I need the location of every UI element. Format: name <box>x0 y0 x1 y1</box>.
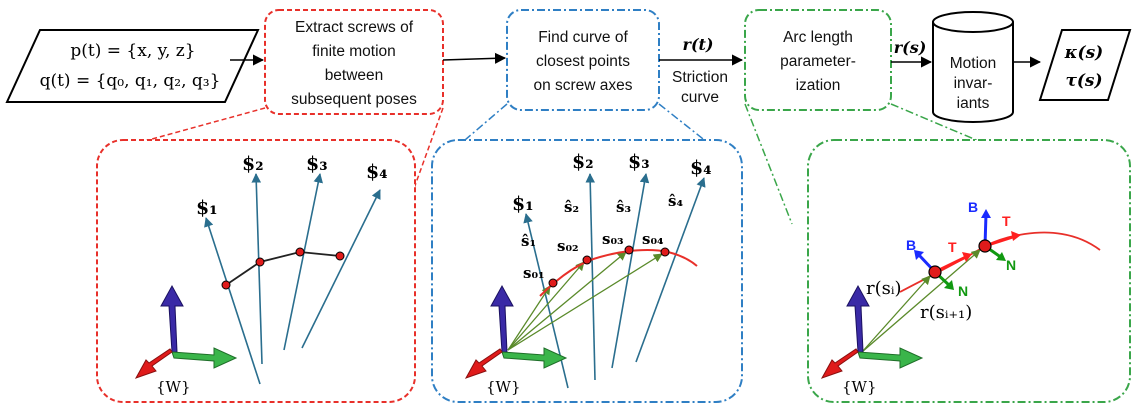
step1-line-1: Extract screws of <box>295 19 414 36</box>
world-frame-1: {W} <box>134 284 238 396</box>
frame-label-2: {W} <box>486 378 521 396</box>
step1-box: Extract screws of finite motion between … <box>264 9 444 115</box>
label-r-si: r(sᵢ) <box>866 278 902 299</box>
step2-line-2: closest points <box>536 53 630 70</box>
position-vector-i1 <box>861 249 981 353</box>
zoom-line-red-right <box>407 107 444 206</box>
curve-point-i1 <box>978 239 992 253</box>
screw-axis-2 <box>585 173 596 381</box>
dir-label-4: ŝ₄ <box>668 192 683 210</box>
dir-label-3: ŝ₃ <box>616 198 631 216</box>
point-label-2: s₀₂ <box>557 237 579 255</box>
closest-point-polyline <box>225 251 341 286</box>
step1-line-4: subsequent poses <box>291 91 417 108</box>
zoom-line-blue-right <box>658 103 713 147</box>
world-frame-3: {W} <box>820 284 924 396</box>
screw-label-3: $₃ <box>628 151 650 173</box>
input-line-2: q(t) = {q₀, q₁, q₂, q₃} <box>40 71 221 91</box>
dir-label-2: ŝ₂ <box>564 198 579 216</box>
label-N-i: N <box>958 283 968 299</box>
normal-i-head <box>944 280 954 290</box>
label-N-i1: N <box>1006 257 1016 273</box>
label-T-i1: T <box>1002 213 1011 229</box>
screw-axis-4 <box>301 189 381 349</box>
tangent-i-head <box>962 252 972 262</box>
step3-box: Arc length parameter- ization <box>744 9 892 111</box>
striction-point-3 <box>624 245 634 255</box>
output-kappa: κ(s) <box>1064 43 1103 63</box>
input-line-1: p(t) = {x, y, z} <box>70 41 195 61</box>
db-line-1: Motion <box>950 55 997 72</box>
world-frame-2: {W} <box>464 284 568 396</box>
step2-line-3: on screw axes <box>533 77 632 94</box>
output-tau: τ(s) <box>1065 71 1102 91</box>
closest-point-2 <box>255 257 265 267</box>
screw-axis-3 <box>283 173 323 351</box>
arrow2-label-striction: Striction <box>672 69 728 86</box>
striction-point-1 <box>548 278 558 288</box>
tangent-i1-head <box>1011 231 1021 241</box>
output-parallelogram: κ(s) τ(s) <box>1038 29 1132 101</box>
step1-line-2: finite motion <box>312 43 396 60</box>
frame-label-1: {W} <box>156 378 191 396</box>
screw-label-1: $₁ <box>196 197 218 219</box>
screw-axis-3 <box>611 173 650 369</box>
arrow2-label-top: r(t) <box>683 35 714 54</box>
screw-label-4: $₄ <box>690 157 712 179</box>
zoom-line-blue-left <box>457 103 508 147</box>
arrow-step1-step2 <box>442 52 507 64</box>
striction-point-2 <box>582 255 592 265</box>
arrow2-label-curve: curve <box>681 89 719 106</box>
panel-striction: $₁ $₂ $₃ $₄ ŝ₁ ŝ₂ ŝ₃ ŝ₄ s₀₁ s₀₂ s₀₃ s₀₄ … <box>431 139 743 403</box>
screw-label-3: $₃ <box>306 153 328 175</box>
step1-line-3: between <box>325 67 384 84</box>
step3-line-1: Arc length <box>783 29 853 46</box>
step2-line-1: Find curve of <box>538 29 628 46</box>
position-vector-1 <box>507 285 551 351</box>
screw-axis-1 <box>204 217 261 385</box>
db-line-3: iants <box>957 95 990 112</box>
zoom-line-green-left <box>744 103 793 225</box>
closest-point-1 <box>221 280 231 290</box>
dir-label-1: ŝ₁ <box>521 232 536 250</box>
striction-point-4 <box>660 247 670 257</box>
closest-point-4 <box>335 251 345 261</box>
binormal-i1-head <box>981 209 991 218</box>
position-vector-2 <box>507 261 585 351</box>
position-vector-i <box>861 275 931 353</box>
screw-label-1: $₁ <box>512 193 534 215</box>
db-line-2: invar- <box>954 75 993 92</box>
screw-axis-4 <box>635 177 706 363</box>
screw-label-2: $₂ <box>242 153 264 175</box>
point-label-3: s₀₃ <box>602 230 624 248</box>
input-parallelogram: p(t) = {x, y, z} q(t) = {q₀, q₁, q₂, q₃} <box>5 29 260 103</box>
frame-label-3: {W} <box>842 378 877 396</box>
panel-frenet: B T N B T N r(sᵢ) r(sᵢ₊₁) {W} <box>807 139 1131 403</box>
label-B-i1: B <box>968 199 978 215</box>
panel-screws: $₁ $₂ $₃ $₄ {W} <box>96 139 416 403</box>
binormal-i-head <box>914 250 924 260</box>
position-vector-3 <box>507 251 627 351</box>
step3-line-3: ization <box>796 77 841 94</box>
motion-invariants-cylinder: Motion invar- iants <box>932 11 1014 123</box>
point-label-4: s₀₄ <box>642 230 664 248</box>
arrow3-label-top: r(s) <box>894 38 927 57</box>
screw-axis-2 <box>251 173 263 365</box>
curve-point-i <box>928 265 942 279</box>
position-vector-4 <box>507 253 663 351</box>
label-r-si1: r(sᵢ₊₁) <box>920 302 972 323</box>
label-B-i: B <box>906 237 916 253</box>
point-label-1: s₀₁ <box>523 264 545 282</box>
normal-i1-head <box>996 252 1006 261</box>
closest-point-3 <box>295 247 305 257</box>
screw-label-4: $₄ <box>366 161 388 183</box>
screw-label-2: $₂ <box>572 151 594 173</box>
label-T-i: T <box>948 239 957 255</box>
step2-box: Find curve of closest points on screw ax… <box>506 9 660 111</box>
step3-line-2: parameter- <box>780 53 856 70</box>
